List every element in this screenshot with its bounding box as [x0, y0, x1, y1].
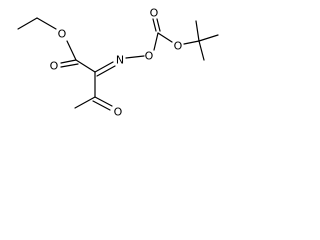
- bond-ketone-c-eq-o-2: [92, 100, 111, 111]
- bond-ch2-o: [36, 17, 57, 30]
- atom-label-carbonate-carbonyl-o: O: [150, 7, 159, 20]
- bond-c3-to-ch3: [74, 96, 96, 109]
- bond-o-carbonate-c: [153, 32, 159, 51]
- bond-n-o-oxime: [125, 55, 145, 59]
- bond-ester-c-eq-o-1: [60, 59, 77, 64]
- bond-carbonate-c-eq-o-1: [152, 18, 157, 32]
- bond-carbonate-c-ether-o: [157, 32, 173, 43]
- bond-o-ester-carbon: [66, 40, 77, 61]
- atom-label-carbonate-ether-o: O: [174, 40, 183, 53]
- atom-label-ester-carbonyl-o: O: [50, 60, 59, 73]
- atom-label-ketone-o: O: [114, 106, 123, 119]
- chemical-structure-diagram: O O N O O O O: [17, 7, 219, 119]
- atom-label-oxime-o: O: [145, 50, 154, 63]
- bond-ch3-ch2: [17, 17, 38, 30]
- bond-o-tbu: [183, 40, 200, 45]
- bond-tbu-me-top: [195, 20, 200, 42]
- bond-tbu-me-bottom: [198, 40, 205, 61]
- bond-tbu-me-right: [198, 34, 219, 42]
- bond-ester-c-eq-o-2: [60, 63, 79, 68]
- bond-c2-eq-n-2: [96, 65, 116, 77]
- bond-ketone-c-eq-o-1: [94, 96, 113, 107]
- bond-c2-eq-n-1: [94, 61, 114, 73]
- atom-label-imine-n: N: [116, 54, 124, 67]
- bond-ester-c-to-c2: [75, 59, 96, 73]
- structure-canvas: O O N O O O O: [0, 0, 238, 150]
- atom-label-ester-ether-o: O: [58, 28, 67, 41]
- bond-carbonate-c-eq-o-2: [156, 18, 161, 32]
